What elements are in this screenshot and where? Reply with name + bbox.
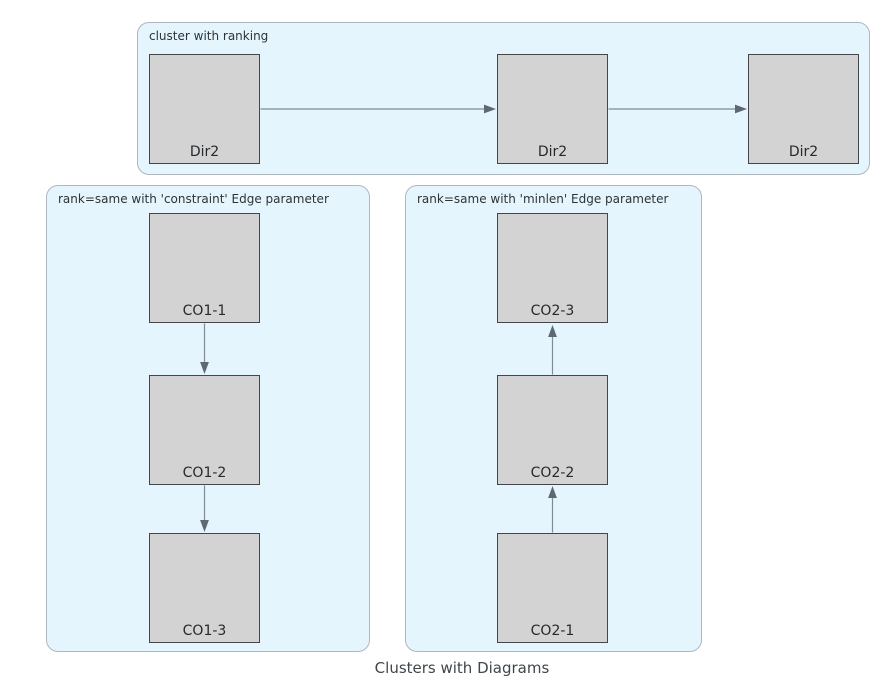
node-co2-2-label: CO2-2 [530, 465, 575, 481]
node-dir2-2-label: Dir2 [537, 144, 568, 160]
node-dir2-3-label: Dir2 [788, 144, 819, 160]
node-co2-3-label: CO2-3 [530, 303, 575, 319]
cluster-minlen-label: rank=same with 'minlen' Edge parameter [417, 192, 669, 206]
node-co1-3-label: CO1-3 [182, 623, 227, 639]
node-dir2-2: Dir2 [497, 54, 608, 164]
cluster-ranking-label: cluster with ranking [149, 29, 269, 43]
node-co1-2: CO1-2 [149, 375, 260, 485]
cluster-constraint-label: rank=same with 'constraint' Edge paramet… [58, 192, 329, 206]
node-dir2-3: Dir2 [748, 54, 859, 164]
node-co2-1: CO2-1 [497, 533, 608, 643]
node-co2-2: CO2-2 [497, 375, 608, 485]
node-co1-2-label: CO1-2 [182, 465, 227, 481]
node-co2-1-label: CO2-1 [530, 623, 575, 639]
node-co1-1: CO1-1 [149, 213, 260, 323]
node-dir2-1: Dir2 [149, 54, 260, 164]
node-co2-3: CO2-3 [497, 213, 608, 323]
node-co1-1-label: CO1-1 [182, 303, 227, 319]
node-co1-3: CO1-3 [149, 533, 260, 643]
node-dir2-1-label: Dir2 [189, 144, 220, 160]
diagram-caption: Clusters with Diagrams [374, 659, 550, 677]
